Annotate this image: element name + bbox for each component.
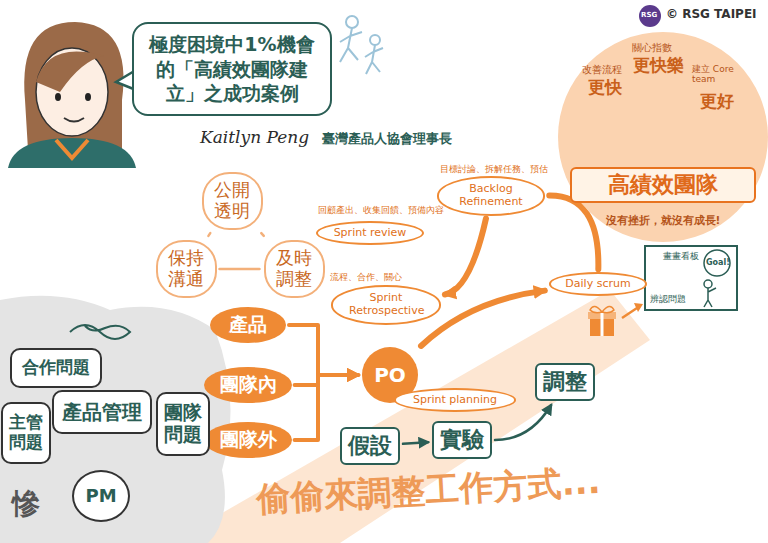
process-oval: Sprint review [316, 221, 423, 245]
person-face [36, 48, 108, 136]
goal-text: Goal! [706, 258, 730, 267]
annotation: 目標討論、拆解任務、預估 [440, 164, 548, 174]
node-text: 合作問題 [22, 358, 90, 378]
process-oval: Daily scrum [549, 272, 647, 296]
kanban-board [645, 246, 737, 310]
node-text: 團隊問題 [164, 402, 202, 446]
person-mouth [64, 118, 84, 122]
title-bubble: 極度困境中1%機會的「高績效團隊建立」之成功案例 [132, 22, 332, 116]
gift-arrow-head [634, 303, 643, 312]
person-bangs [36, 52, 104, 92]
node-text: 公開透明 [214, 180, 250, 221]
annotation: 回顧產出、收集回饋、預備內容 [318, 206, 444, 216]
annotation: 流程、合作、關心 [330, 272, 402, 282]
node-text: Backlog Refinement [454, 183, 528, 208]
speaker-role: 臺灣產品人協會理事長 [322, 132, 452, 147]
connector [421, 291, 545, 346]
principle-blob: 保持溝通 [156, 240, 217, 298]
step-box: 實驗 [432, 421, 492, 459]
node-text: PM [85, 486, 116, 507]
person-eye [55, 93, 61, 101]
connector [495, 405, 551, 440]
node-text: 產品管理 [62, 401, 142, 424]
node-text: Sprint review [334, 227, 407, 240]
process-oval: Sprint planning [394, 388, 516, 412]
process-oval: Sprint Retrospective [331, 285, 441, 324]
step-box: 調整 [535, 363, 595, 401]
note: 關心指數 [632, 42, 672, 54]
rsg-logo [639, 5, 661, 27]
node-text: Sprint planning [413, 394, 497, 407]
connector [289, 325, 358, 375]
pm-head: PM [72, 470, 130, 522]
problem-bubble: 產品管理 [52, 390, 152, 434]
scope-oval: 團隊內 [204, 367, 291, 403]
scope-oval: 團隊外 [204, 422, 291, 458]
note: 建立 Core team [692, 64, 742, 85]
scope-oval: 產品 [210, 307, 286, 343]
gift-icon [588, 306, 616, 336]
watermark: © RSG TAIPEI [666, 8, 757, 22]
problem-bubble: 合作問題 [10, 348, 102, 388]
board-figure [704, 280, 716, 307]
runner-figures [340, 16, 383, 74]
person-eye [85, 93, 91, 101]
benefit: 更好 [700, 92, 734, 112]
node-text: 產品 [229, 314, 267, 336]
pm-cloud [0, 296, 231, 543]
principle-blob: 及時調整 [264, 240, 325, 298]
connector [261, 233, 263, 236]
node-text: 團隊內 [220, 374, 277, 396]
person-body [8, 138, 136, 168]
benefit: 更快 [588, 78, 622, 98]
team-banner: 高績效團隊 [570, 167, 756, 203]
connector [220, 268, 260, 271]
node-text: 沒有挫折，就沒有成長! [558, 214, 768, 226]
step-box: 假設 [340, 427, 400, 465]
title-text: 極度困境中1%機會的「高績效團隊建立」之成功案例 [144, 32, 320, 106]
node-text: 高績效團隊 [608, 172, 718, 197]
principle-blob: 公開透明 [202, 172, 263, 230]
confusion-scribble [70, 325, 130, 339]
speaker-name: Kaitlyn Peng [200, 128, 309, 148]
note: 改善流程 [582, 64, 622, 76]
node-text: 及時調整 [276, 248, 312, 289]
problem-bubble: 主管問題 [1, 402, 51, 464]
benefit: 更快樂 [633, 56, 684, 76]
node-text: Daily scrum [565, 278, 630, 291]
logo-text: RSG [641, 11, 657, 19]
connector [445, 219, 486, 295]
node-text: 保持溝通 [168, 248, 204, 289]
connector [208, 233, 210, 236]
node-text: 假設 [348, 433, 392, 458]
node-text: 實驗 [440, 427, 484, 452]
node-text: Sprint Retrospective [349, 292, 423, 317]
pale-band [170, 290, 650, 543]
exclamation: 慘 [12, 488, 40, 520]
person-hair [24, 22, 123, 150]
process-oval: Backlog Refinement [437, 176, 546, 215]
node-text: 主管問題 [9, 413, 43, 452]
node-text: PO [374, 364, 406, 387]
connector [403, 442, 428, 444]
problem-bubble: 團隊問題 [156, 392, 210, 456]
node-text: 調整 [543, 369, 587, 394]
node-text: 團隊外 [220, 429, 277, 451]
person-collar [56, 140, 88, 158]
goal-circle [704, 250, 730, 276]
board-note: 辨認問題 [650, 294, 686, 304]
board-note: 畫畫看板 [663, 251, 699, 261]
